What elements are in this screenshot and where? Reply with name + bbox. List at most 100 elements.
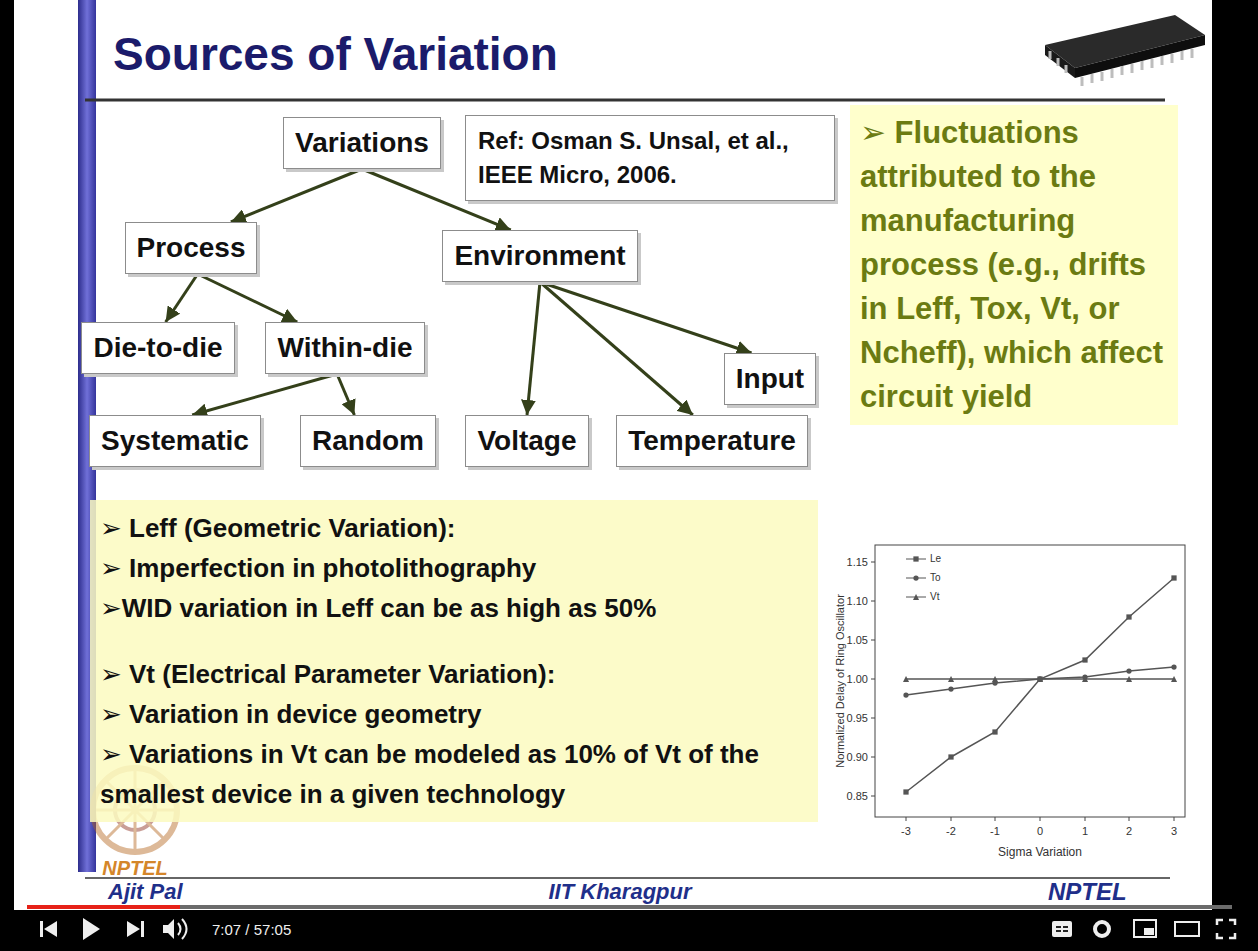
y-tick-label: 1.05 [847,635,868,646]
category-text: Systematic [101,423,249,459]
tree-arrow [527,282,540,415]
captions-icon-lines [1056,927,1068,931]
tree-arrow [540,282,752,353]
bullet-text: ➢ Variation in device geometry [100,694,808,734]
tree-arrow [540,282,693,415]
y-tick-label: 1.10 [847,596,868,607]
play-icon [83,918,100,940]
category-box: Environment [442,230,637,282]
tree-arrow [337,374,354,415]
x-tick-label: -3 [901,826,911,837]
category-text: Voltage [477,423,576,459]
previous-icon [40,921,57,937]
bullet-text: ➢ Imperfection in photolithography [100,548,808,588]
y-tick-label: 0.85 [847,791,868,802]
category-box: Temperature [616,415,808,467]
category-text: Input [736,361,804,397]
legend-entry: To [930,573,941,583]
bullet-text: ➢ Variations in Vt can be modeled as 10%… [100,734,808,814]
legend-text: Vt [930,591,939,602]
ring-oscillator-chart [871,545,1185,821]
axis-title: Sigma Variation [998,846,1082,858]
footer-author: Ajit Pal [108,881,183,903]
category-box: Within-die [265,322,424,374]
progress-track [27,905,1232,909]
category-box: Systematic [89,415,261,467]
note-text: ➢ Fluctuations attributed to the manufac… [860,111,1168,419]
footer-rule [85,877,1170,879]
y-ticks [871,562,875,796]
x-tick-label: 1 [1082,826,1088,837]
category-box: Voltage [465,415,588,467]
category-box: Die-to-die [81,322,234,374]
fullscreen-icon [1217,920,1235,938]
axis-title: Normalized Delay of Ring Oscillator [835,594,846,768]
bullet-text: ➢WID variation in Leff can be as high as… [100,588,808,628]
x-tick-label: 0 [1037,826,1043,837]
category-text: Variations [295,125,429,161]
logo-text: NPTEL [102,858,168,878]
category-box: Process [125,222,258,274]
y-tick-label: 1.15 [847,557,868,568]
settings-icon [1095,922,1109,936]
plot-frame [875,545,1185,817]
chip-pins [1082,49,1192,86]
video-time: 7:07 / 57:05 [212,922,291,937]
category-text: Process [137,230,246,266]
footer-brand: NPTEL [1048,880,1127,904]
legend-sample [906,578,926,579]
title-rule [85,99,1165,102]
video-controls [27,905,1235,940]
note-panel: ➢ Fluctuations attributed to the manufac… [850,105,1178,425]
legend-entry: Le [930,554,941,564]
legend-sample [906,559,926,560]
slide-background [14,0,1212,910]
tree-arrow [231,169,362,222]
reference-text: Ref: Osman S. Unsal, et al., IEEE Micro,… [478,124,822,192]
category-box: Input [724,353,816,405]
tree-arrow [166,274,198,322]
category-text: Die-to-die [93,330,222,366]
x-tick-label: 3 [1171,826,1177,837]
volume-waves [178,919,187,939]
chip-icon [1045,15,1205,86]
category-text: Temperature [628,423,796,459]
category-text: Random [312,423,424,459]
miniplayer-icon-inner [1144,928,1154,935]
captions-icon [1052,921,1072,937]
y-tick-label: 1.00 [847,674,868,685]
x-tick-label: -1 [990,826,1000,837]
bullet-panel: ➢ Leff (Geometric Variation):➢ Imperfect… [90,500,818,822]
tree-arrow [198,274,298,322]
category-text: Within-die [277,330,412,366]
category-text: Environment [454,238,625,274]
next-icon [127,921,144,937]
progress-played [27,905,180,909]
tree-arrow [192,374,337,415]
category-box: Variations [283,117,441,169]
chip-side [1045,45,1075,78]
leff-series [906,578,1174,792]
legend-text: To [930,572,941,583]
vt-series [906,678,1174,680]
volume-icon [163,919,174,939]
chip-side [1075,35,1205,78]
theater-icon [1175,922,1199,936]
slide-title: Sources of Variation [113,28,558,81]
x-tick-label: 2 [1126,826,1132,837]
x-tick-label: -2 [946,826,956,837]
miniplayer-icon [1134,920,1156,937]
footer-institute: IIT Kharagpur [548,881,691,903]
y-tick-label: 0.95 [847,713,868,724]
legend-text: Le [930,553,941,564]
x-ticks [906,817,1174,821]
reference-box: Ref: Osman S. Unsal, et al., IEEE Micro,… [465,115,835,201]
connector-group [166,169,752,415]
legend-entry: Vt [930,592,939,602]
bullet-text: ➢ Vt (Electrical Parameter Variation): [100,654,808,694]
bullet-text: ➢ Leff (Geometric Variation): [100,508,808,548]
legend-sample [906,597,926,598]
